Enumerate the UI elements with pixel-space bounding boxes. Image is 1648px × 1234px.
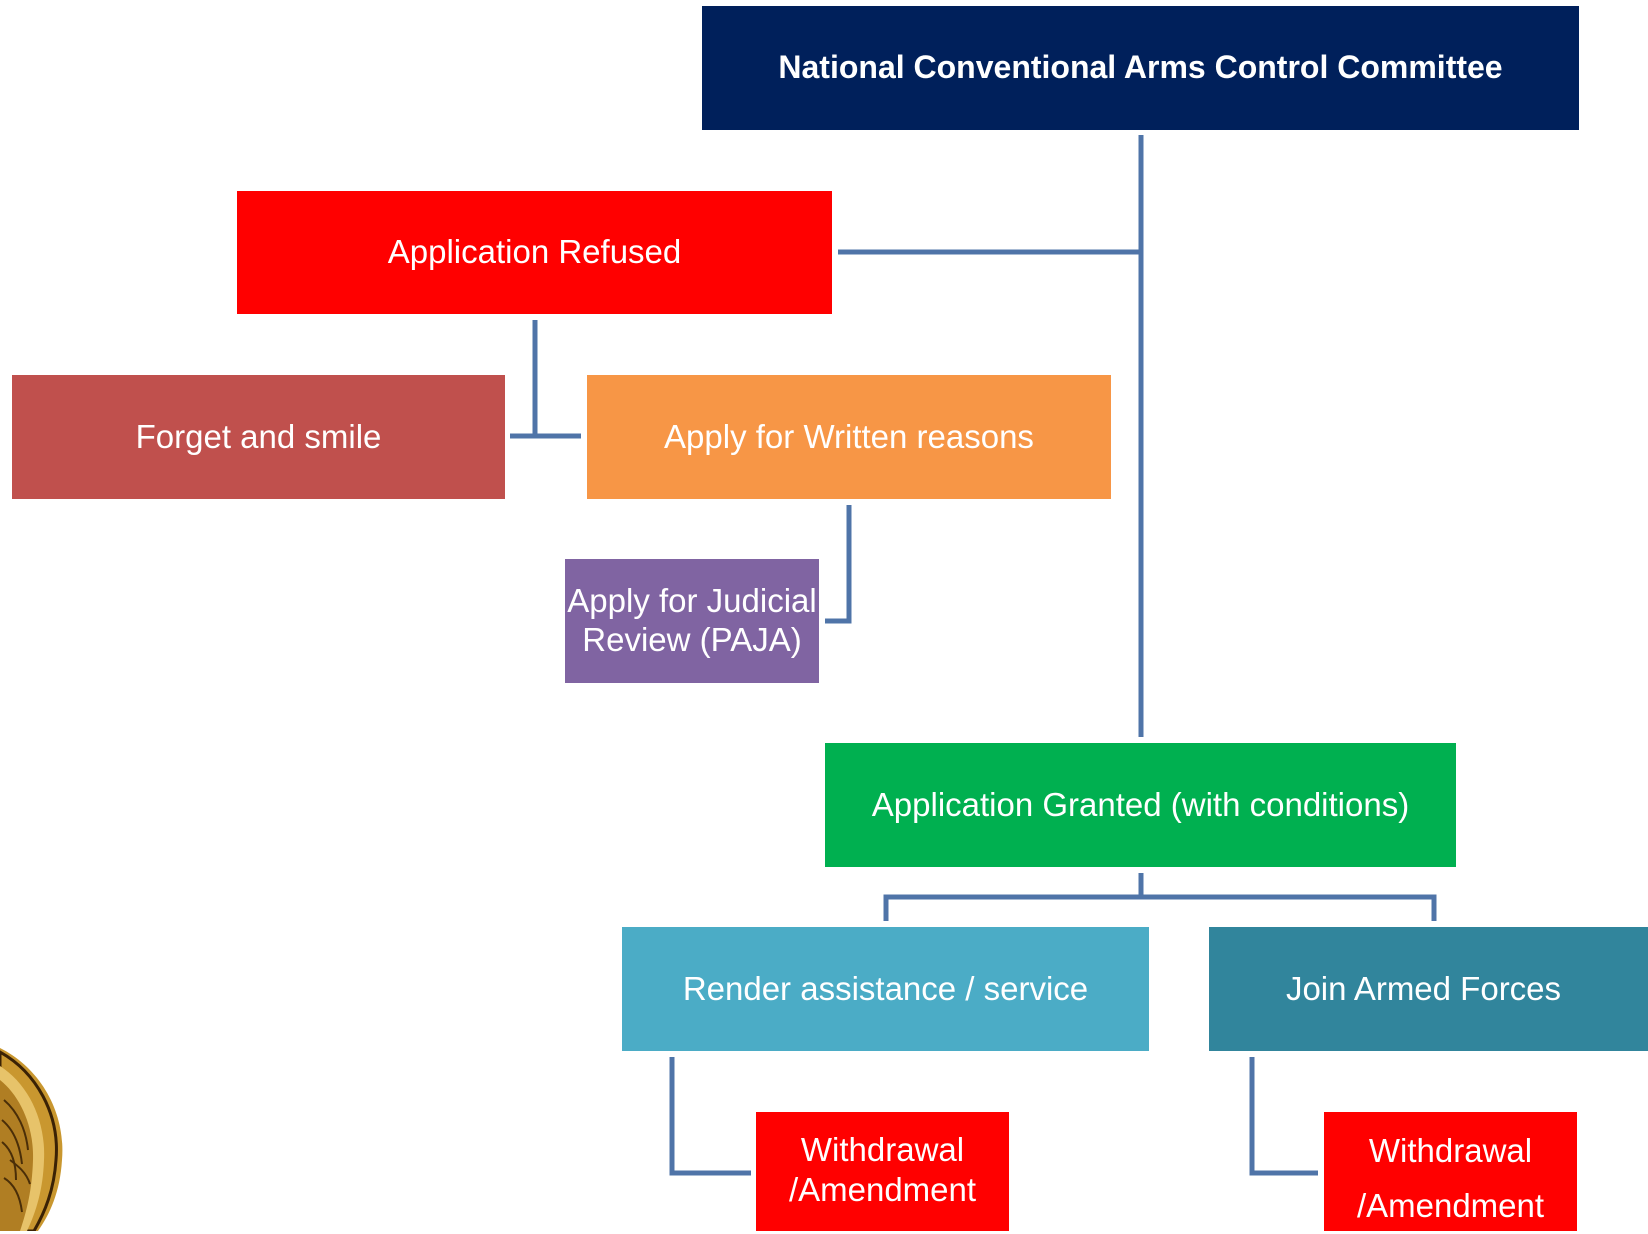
granted-label: Application Granted (with conditions) [871, 785, 1410, 823]
armed-forces-box: Join Armed Forces [1209, 927, 1648, 1051]
withdrawal-left-label-line2: /Amendment [788, 1170, 977, 1208]
written-reasons-box: Apply for Written reasons [587, 375, 1111, 499]
refused-box: Application Refused [237, 191, 832, 314]
withdrawal-right-box: Withdrawal /Amendment [1324, 1112, 1577, 1231]
forget-label: Forget and smile [135, 417, 382, 455]
connector-forces-to-withdrawal [1249, 1057, 1318, 1176]
withdrawal-right-label-line2: /Amendment [1356, 1187, 1545, 1225]
coat-of-arms-seal-icon [0, 1048, 63, 1231]
armed-forces-label: Join Armed Forces [1285, 969, 1562, 1007]
connector-granted-branches [883, 894, 1437, 921]
written-reasons-label: Apply for Written reasons [664, 417, 1034, 455]
connector-written-to-judicial [825, 505, 852, 624]
render-label: Render assistance / service [682, 969, 1089, 1007]
withdrawal-left-box: Withdrawal /Amendment [756, 1112, 1009, 1231]
withdrawal-left-label-line1: Withdrawal [800, 1131, 965, 1168]
judicial-review-label-line1: Apply for Judicial [567, 582, 817, 620]
judicial-review-label-line2: Review (PAJA) [582, 621, 802, 658]
judicial-review-box: Apply for Judicial Review (PAJA) [565, 559, 819, 683]
committee-label: National Conventional Arms Control Commi… [778, 49, 1503, 86]
committee-box: National Conventional Arms Control Commi… [702, 6, 1579, 130]
refused-label: Application Refused [387, 233, 682, 271]
withdrawal-right-label-line1: Withdrawal [1368, 1132, 1533, 1169]
forget-box: Forget and smile [12, 375, 505, 499]
connector-render-to-withdrawal [669, 1057, 751, 1176]
granted-box: Application Granted (with conditions) [825, 743, 1456, 867]
render-box: Render assistance / service [622, 927, 1149, 1051]
